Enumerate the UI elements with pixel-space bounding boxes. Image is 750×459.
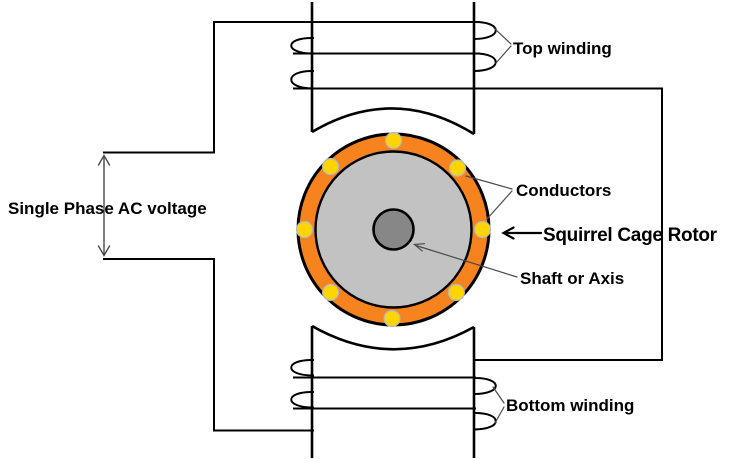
rotor-conductors [295,131,492,328]
ac-voltage-label: Single Phase AC voltage [8,199,207,218]
wire-ac-to-top-winding [103,21,480,154]
conductor-bar [473,220,492,239]
conductor-bar [322,158,340,176]
conductor-bar [322,283,340,301]
squirrel-cage-rotor-label: Squirrel Cage Rotor [543,225,718,246]
conductors-label: Conductors [516,181,611,200]
top-winding-coil [290,20,663,90]
conductors-leader-lines [465,175,513,220]
conductor-bar [383,309,401,328]
conductor-bar [295,220,314,239]
conductor-bar [384,131,403,150]
arrow-head-up [97,154,111,166]
stator-core-limbs [310,2,476,458]
rotor-shaft [372,208,415,251]
ac-voltage-arrow [97,154,111,257]
stator-pole-faces [311,107,475,351]
wire-top-to-bottom-winding [474,87,663,361]
top-winding-leader-lines [493,27,512,64]
bottom-winding-coil [290,358,497,431]
bottom-winding-label: Bottom winding [506,396,634,415]
rotor-pointer-arrow [501,226,543,240]
conductor-bar [447,283,465,301]
top-winding-label: Top winding [513,39,612,58]
conductor-bar [448,159,467,177]
bottom-winding-leader-lines [492,386,505,424]
wire-bottom-winding-to-ac [103,258,314,432]
shaft-leader-arrow [412,243,518,278]
shaft-or-axis-label: Shaft or Axis [520,269,624,288]
arrow-head-down [97,245,111,257]
